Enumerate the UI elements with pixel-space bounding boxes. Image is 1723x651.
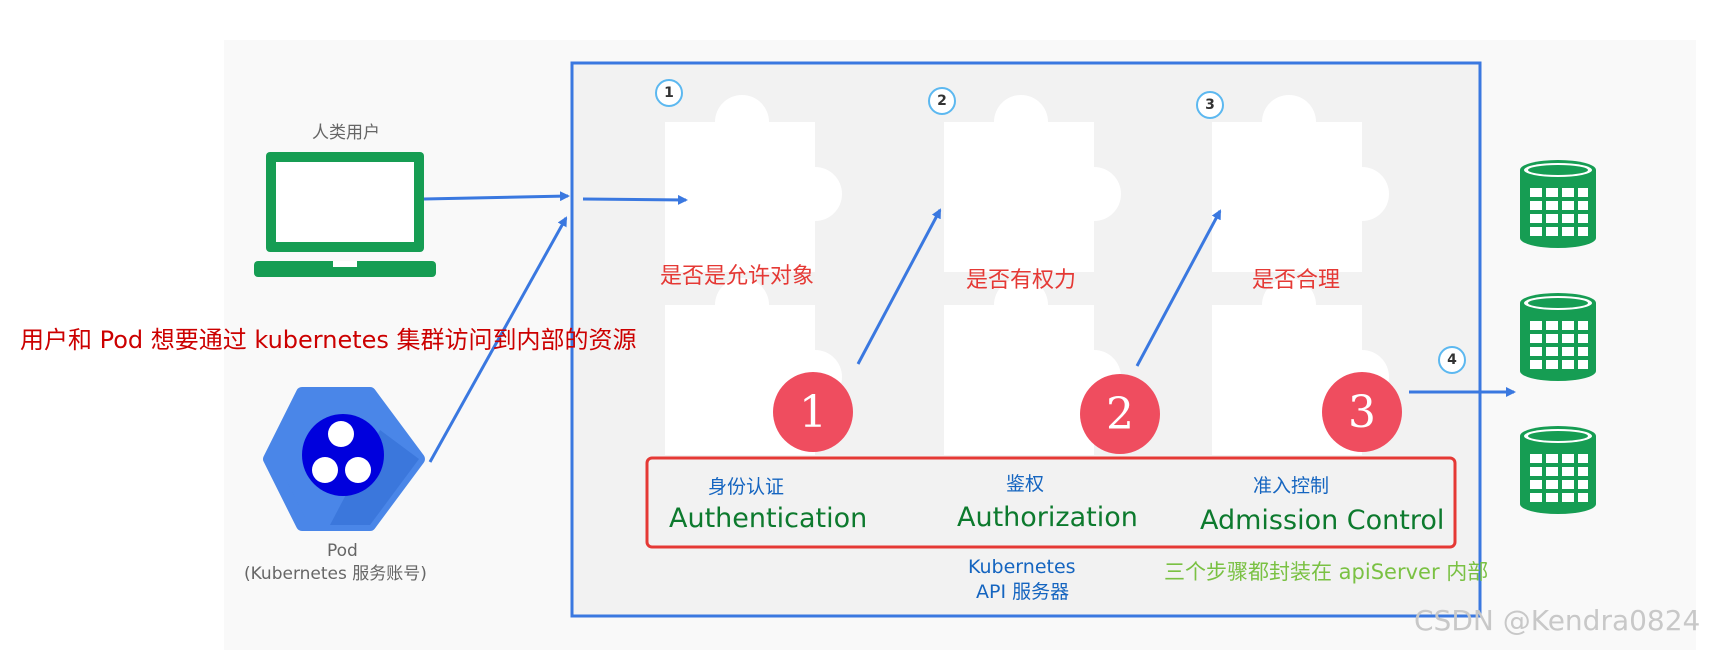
step-circle-2: 2	[928, 87, 956, 115]
step-en-3: Admission Control	[1200, 505, 1445, 536]
step-badge-1: 1	[773, 372, 853, 452]
api-server-line1: Kubernetes	[968, 556, 1076, 578]
step-circle-4: 4	[1438, 346, 1466, 374]
question-step3: 是否合理	[1252, 268, 1341, 293]
step-zh-1: 身份认证	[708, 476, 785, 498]
human-user-label: 人类用户	[312, 123, 380, 143]
step-badge-3: 3	[1322, 372, 1402, 452]
step-zh-2: 鉴权	[1006, 473, 1045, 495]
question-step1: 是否是允许对象	[660, 264, 815, 289]
database-icon	[1520, 293, 1596, 381]
arrow-into-step1	[582, 194, 688, 205]
step-circle-1: 1	[655, 79, 683, 107]
steps-box	[645, 456, 1457, 549]
laptop-icon	[254, 152, 436, 277]
step-en-1: Authentication	[669, 503, 868, 534]
note-green: 三个步骤都封装在 apiServer 内部	[1164, 560, 1489, 584]
arrow-pod-to-api	[428, 216, 568, 463]
pod-hexagon-icon	[263, 387, 425, 531]
step-en-2: Authorization	[957, 502, 1138, 533]
step-zh-3: 准入控制	[1253, 475, 1330, 497]
watermark: CSDN @Kendra0824	[1414, 604, 1701, 637]
step-circle-3: 3	[1196, 91, 1224, 119]
api-server-line2: API 服务器	[976, 581, 1070, 603]
arrow-user-to-api	[423, 191, 570, 202]
question-step2: 是否有权力	[966, 268, 1077, 293]
pod-label: Pod	[327, 541, 358, 561]
arrow-step2-to-step3	[1135, 209, 1222, 367]
caption-left: 用户和 Pod 想要通过 kubernetes 集群访问到内部的资源	[20, 326, 637, 354]
step-badge-2: 2	[1080, 374, 1160, 454]
database-icon	[1520, 160, 1596, 248]
pod-sublabel: (Kubernetes 服务账号)	[244, 564, 427, 584]
database-icon	[1520, 426, 1596, 514]
arrow-step1-to-step2	[856, 208, 942, 365]
